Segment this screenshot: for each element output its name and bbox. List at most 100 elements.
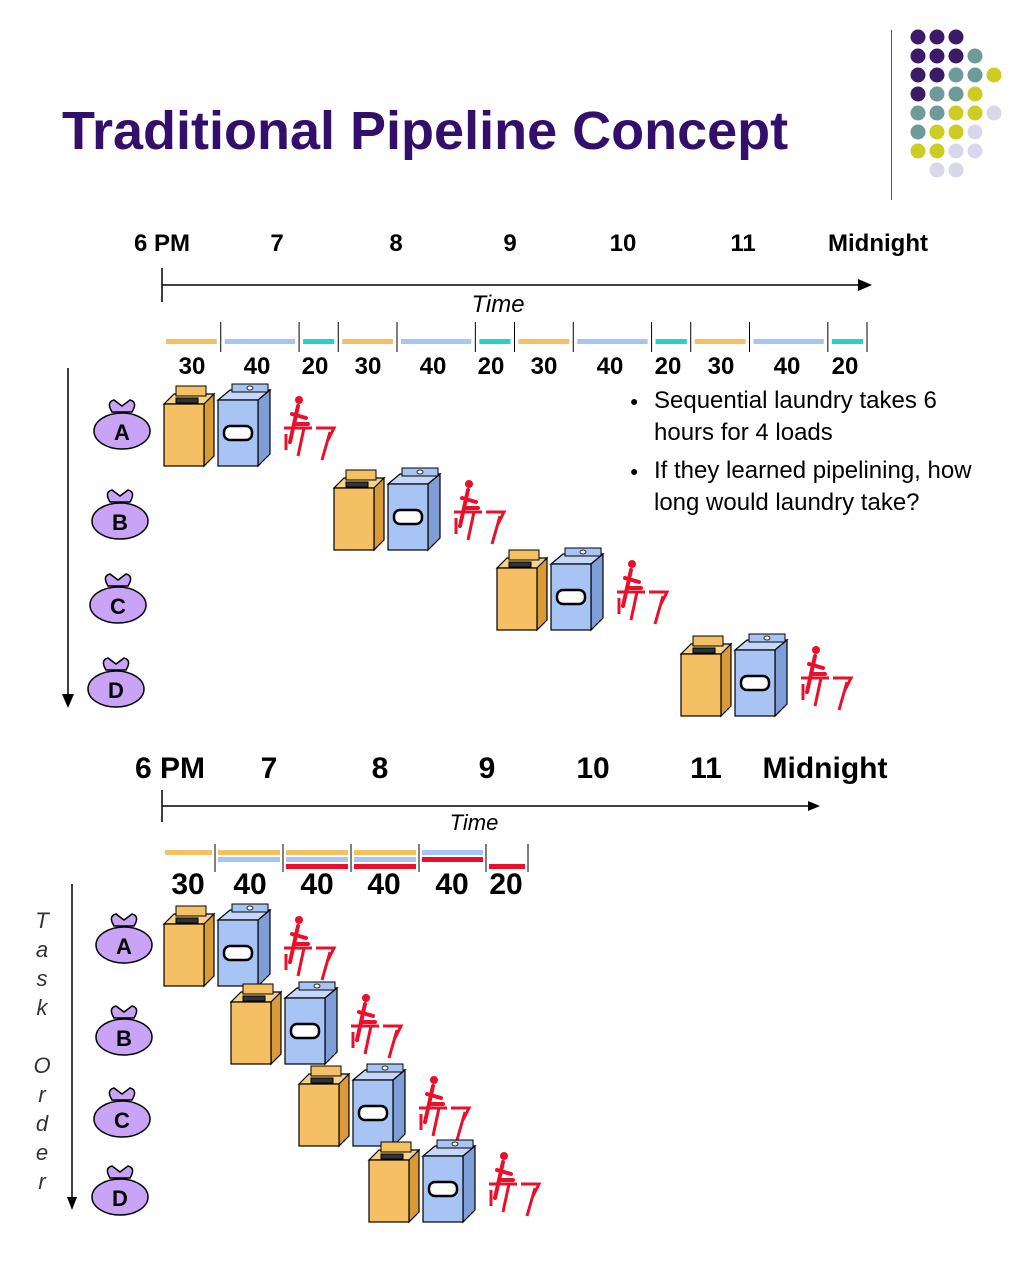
pipe-hour-3: 9 xyxy=(478,752,496,785)
bag-body xyxy=(89,586,147,624)
pipe-time-label: Time xyxy=(449,810,499,835)
decorative-dot xyxy=(929,162,945,178)
decorative-dot xyxy=(929,124,945,140)
laundry-bag-icon xyxy=(95,913,153,964)
pipe-hour-5: 11 xyxy=(690,752,722,785)
seq-duration-4: 40 xyxy=(419,353,447,380)
pipe-load-label: B xyxy=(116,1026,132,1051)
seq-hour-0: 6 PM xyxy=(133,230,191,257)
bullet-list: Sequential laundry takes 6 hours for 4 l… xyxy=(630,385,990,525)
dryer-icon xyxy=(216,383,272,468)
pipe-hour-2: 8 xyxy=(371,752,389,785)
seq-load-label: A xyxy=(114,420,130,445)
seq-load-bag-a: A xyxy=(92,398,152,450)
seq-stage-bar xyxy=(694,339,746,344)
seq-time-label: Time xyxy=(471,291,525,318)
pipe-duration-1: 40 xyxy=(233,868,267,901)
seq-hour-6: Midnight xyxy=(828,230,928,257)
pipe-laundry-unit-a xyxy=(162,903,337,988)
decorative-dot xyxy=(929,143,945,159)
washer-icon xyxy=(679,635,733,718)
person-folding-icon xyxy=(351,994,404,1059)
pipe-duration-5: 20 xyxy=(489,868,523,901)
decorative-dot xyxy=(929,48,945,64)
seq-load-label: C xyxy=(110,594,126,619)
washer-icon xyxy=(367,1141,421,1224)
seq-stage-bar xyxy=(224,339,296,344)
seq-load-label: D xyxy=(108,678,124,703)
decorative-dot xyxy=(948,67,964,83)
decorative-dot xyxy=(986,105,1002,121)
dryer-icon xyxy=(216,903,272,988)
dryer-icon xyxy=(549,547,605,632)
laundry-bag-icon xyxy=(95,1005,153,1056)
pipe-load-bag-b: B xyxy=(94,1004,154,1056)
decorative-dot xyxy=(948,124,964,140)
seq-load-bag-d: D xyxy=(86,656,146,708)
dryer-icon xyxy=(421,1139,477,1224)
decorative-dot xyxy=(929,67,945,83)
decorative-dot xyxy=(910,67,926,83)
pipe-stage-bar xyxy=(422,850,483,855)
decorative-dot xyxy=(948,29,964,45)
bag-body xyxy=(91,502,149,540)
dryer-icon xyxy=(733,633,789,718)
decorative-dot xyxy=(910,143,926,159)
seq-duration-1: 40 xyxy=(243,353,271,380)
decorative-dot xyxy=(910,86,926,102)
seq-duration-6: 30 xyxy=(530,353,558,380)
decorative-dot xyxy=(967,105,983,121)
pipe-stage-bar xyxy=(165,850,212,855)
person-folding-icon xyxy=(801,646,854,711)
seq-timeline xyxy=(62,268,872,708)
pipe-duration-0: 30 xyxy=(171,868,205,901)
washer-icon xyxy=(162,905,216,988)
washer-icon xyxy=(229,983,283,1066)
seq-hour-4: 10 xyxy=(609,230,637,257)
dryer-icon xyxy=(351,1063,407,1148)
decorative-dot xyxy=(929,105,945,121)
decorative-dot xyxy=(967,143,983,159)
pipe-duration-4: 40 xyxy=(435,868,469,901)
dryer-icon xyxy=(386,467,442,552)
pipe-timeline xyxy=(67,790,820,1210)
seq-stage-bar xyxy=(166,339,217,344)
seq-hour-5: 11 xyxy=(730,230,756,257)
decorative-dot xyxy=(910,124,926,140)
seq-load-bag-b: B xyxy=(90,488,150,540)
seq-stage-bar xyxy=(342,339,393,344)
seq-duration-7: 40 xyxy=(596,353,624,380)
laundry-bag-icon xyxy=(93,1087,151,1138)
pipe-stage-bar xyxy=(286,857,348,862)
washer-icon xyxy=(297,1065,351,1148)
pipe-stage-bar xyxy=(354,850,416,855)
seq-duration-3: 30 xyxy=(354,353,382,380)
decorative-dot xyxy=(986,67,1002,83)
seq-stage-bar xyxy=(577,339,648,344)
pipe-load-bag-a: A xyxy=(94,912,154,964)
seq-laundry-unit-b xyxy=(332,467,507,552)
decorative-dot xyxy=(948,86,964,102)
person-folding-icon xyxy=(489,1152,542,1217)
laundry-bag-icon xyxy=(91,489,149,540)
decorative-dot xyxy=(948,143,964,159)
seq-stage-bar xyxy=(479,339,511,344)
person-folding-icon xyxy=(284,396,337,461)
decorative-dot xyxy=(910,29,926,45)
seq-stage-bar xyxy=(518,339,570,344)
bag-body xyxy=(93,412,151,450)
pipe-stage-bar xyxy=(218,857,280,862)
bag-body xyxy=(91,1178,149,1216)
bag-knot xyxy=(102,657,130,671)
pipe-laundry-unit-b xyxy=(229,981,404,1066)
seq-laundry-unit-c xyxy=(495,547,670,632)
dryer-icon xyxy=(283,981,339,1066)
bag-knot xyxy=(104,573,132,587)
seq-hour-2: 8 xyxy=(389,230,403,257)
bag-body xyxy=(87,670,145,708)
seq-hour-3: 9 xyxy=(503,230,517,257)
pipe-duration-3: 40 xyxy=(367,868,401,901)
decorative-dot xyxy=(929,86,945,102)
seq-laundry-unit-a xyxy=(162,383,337,468)
bag-knot xyxy=(110,1005,138,1019)
